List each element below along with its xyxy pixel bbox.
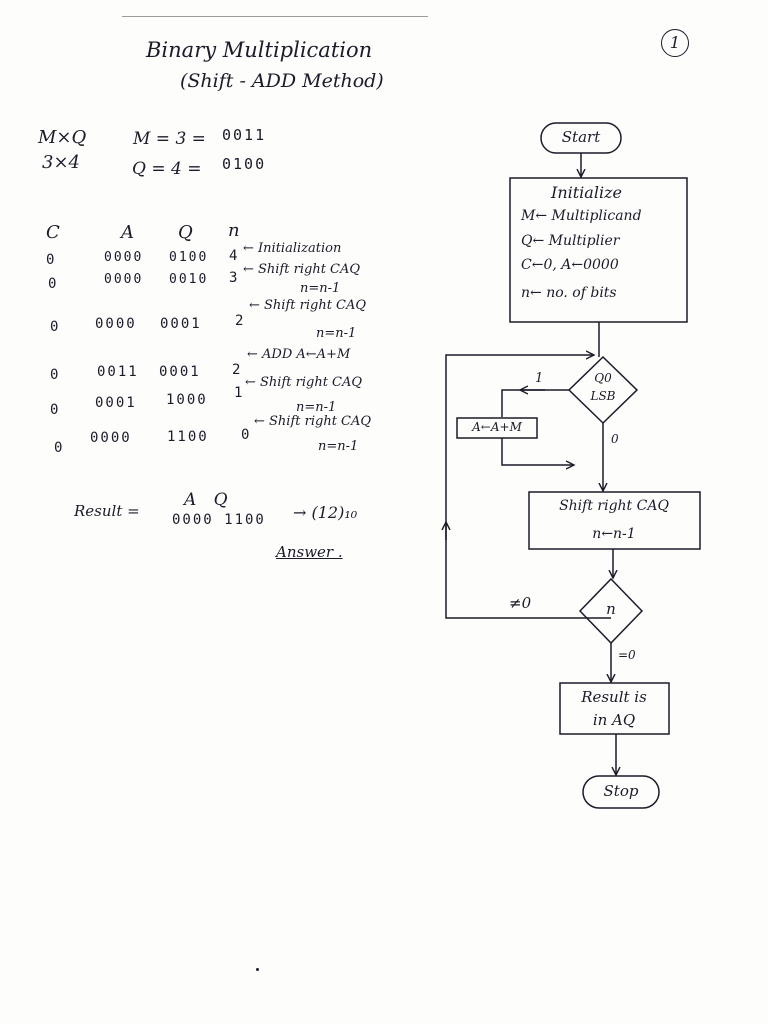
trace-sub: n=n-1	[296, 400, 337, 415]
trace-note: ← Shift right CAQ	[245, 375, 363, 390]
trace-note: ← Shift right CAQ	[254, 414, 372, 429]
trace-q: 1100	[167, 429, 209, 445]
page-subtitle: (Shift - ADD Method)	[180, 70, 384, 92]
trace-a: 0011	[97, 364, 139, 380]
add-box	[456, 417, 538, 439]
decision-n-label: n	[606, 600, 616, 618]
zero-label: =0	[618, 648, 636, 662]
shift-box	[528, 491, 701, 550]
branch-1-label: 1	[535, 371, 544, 386]
trace-q: 0001	[160, 316, 202, 332]
trace-note: ← ADD A←A+M	[247, 347, 351, 362]
trace-q: 1000	[166, 392, 208, 408]
edge-add-merge	[501, 438, 574, 465]
shift-box-line2: n←n-1	[592, 526, 636, 542]
trace-c: 0	[50, 367, 61, 383]
trace-a: 0001	[95, 395, 137, 411]
page-title: Binary Multiplication	[146, 38, 373, 62]
trace-c: 0	[54, 440, 65, 456]
shift-box-line1: Shift right CAQ	[559, 498, 669, 514]
init-line: Q← Multiplier	[521, 233, 620, 249]
add-box-label: A←A+M	[472, 420, 522, 434]
trace-q: 0001	[159, 364, 201, 380]
result-decimal: → (12)₁₀	[293, 503, 358, 522]
result-aq-header: A Q	[184, 490, 234, 510]
top-rule	[122, 16, 428, 17]
page-number: 1	[661, 29, 689, 57]
result-box-line2: in AQ	[592, 711, 636, 729]
stray-mark	[256, 968, 259, 971]
init-title: Initialize	[551, 183, 622, 202]
start-label: Start	[561, 128, 601, 146]
edge-branch-1	[501, 389, 569, 417]
branch-0-label: 0	[611, 432, 619, 446]
trace-sub: n=n-1	[318, 439, 359, 454]
trace-c: 0	[50, 402, 61, 418]
trace-note: ← Initialization	[243, 241, 342, 256]
trace-n: 4	[229, 248, 240, 264]
header-n: n	[228, 220, 240, 241]
stop-terminal	[582, 775, 660, 809]
m-binary: 0011	[222, 126, 267, 144]
trace-n: 0	[241, 427, 252, 443]
trace-q: 0100	[169, 250, 209, 265]
trace-c: 0	[50, 319, 61, 335]
problem-expression: M×Q	[38, 127, 87, 148]
q-definition: Q = 4 =	[132, 159, 202, 179]
result-box-line1: Result is	[581, 688, 647, 706]
trace-sub: n=n-1	[316, 326, 357, 341]
trace-a: 0000	[104, 272, 144, 287]
trace-n: 1	[234, 385, 245, 401]
q-binary: 0100	[222, 155, 267, 173]
trace-a: 0000	[90, 430, 132, 446]
trace-n: 2	[232, 362, 243, 378]
result-value: 0000 1100	[172, 512, 266, 528]
header-a: A	[121, 222, 134, 243]
init-line: n← no. of bits	[521, 285, 617, 301]
answer-label: Answer .	[276, 543, 343, 561]
result-label: Result =	[74, 502, 140, 520]
trace-note: ← Shift right CAQ	[243, 262, 361, 277]
trace-a: 0000	[95, 316, 137, 332]
trace-n: 3	[229, 270, 240, 286]
edge-loop-back	[445, 355, 611, 619]
init-line: M← Multiplicand	[521, 208, 642, 224]
header-q: Q	[178, 222, 193, 243]
trace-n: 2	[235, 313, 246, 329]
trace-c: 0	[46, 252, 57, 268]
not-zero-label: ≠0	[509, 594, 532, 612]
m-definition: M = 3 =	[133, 129, 206, 149]
init-line: C←0, A←0000	[521, 257, 619, 273]
trace-sub: n=n-1	[300, 281, 341, 296]
problem-values: 3×4	[42, 152, 80, 173]
trace-a: 0000	[104, 250, 144, 265]
trace-c: 0	[48, 276, 59, 292]
decision-q0-bottom: LSB	[590, 389, 616, 403]
decision-q0-top: Q0	[594, 371, 612, 385]
trace-q: 0010	[169, 272, 209, 287]
header-c: C	[46, 222, 60, 243]
trace-note: ← Shift right CAQ	[249, 298, 367, 313]
stop-label: Stop	[603, 782, 639, 800]
